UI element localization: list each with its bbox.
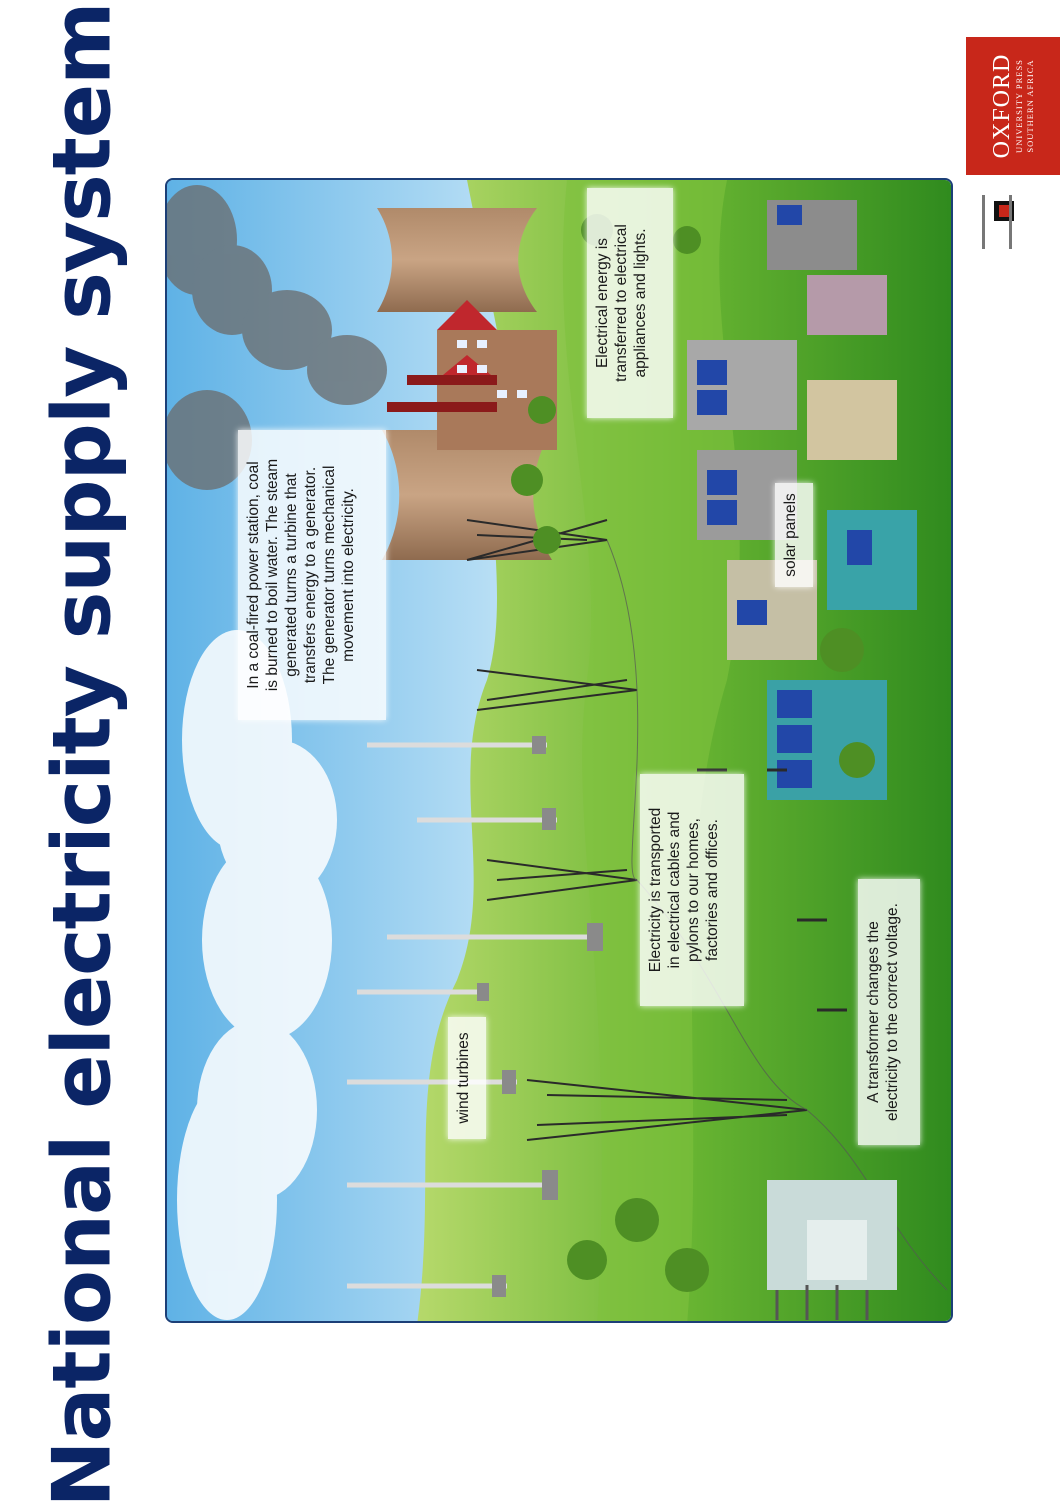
partner-logo [980,187,1020,259]
label-power-station: In a coal-fired power station, coal is b… [238,430,386,720]
wind-turbines [347,742,597,1289]
houses [687,200,917,800]
publisher-line2: SOUTHERN AFRICA [1025,59,1035,153]
clouds [177,630,337,1320]
smoke [167,185,387,490]
substation [767,1180,897,1320]
hill-band [562,180,740,1321]
label-wind-turbines: wind turbines [448,1017,486,1139]
page-title: National electricity supply system [35,2,129,1508]
label-electrical-energy: Electrical energy is transferred to elec… [587,188,673,418]
publisher-name: OXFORD [989,53,1015,159]
label-transported: Electricity is transported in electrical… [640,774,744,1006]
power-station-building [387,300,557,450]
oxford-logo: OXFORD UNIVERSITY PRESS SOUTHERN AFRICA [966,37,1060,175]
title-area: National electricity supply system [0,0,140,1507]
publisher-line1: UNIVERSITY PRESS [1014,59,1024,153]
cooling-towers [377,208,552,560]
label-transformer: A transformer changes the electricity to… [858,879,920,1145]
label-solar-panels: solar panels [775,483,813,587]
turbine-bases [477,736,603,1297]
electricity-illustration [167,180,951,1321]
illustration-panel: In a coal-fired power station, coal is b… [165,178,953,1323]
utility-poles [697,768,847,1012]
solar-panel-arrays [697,205,872,788]
